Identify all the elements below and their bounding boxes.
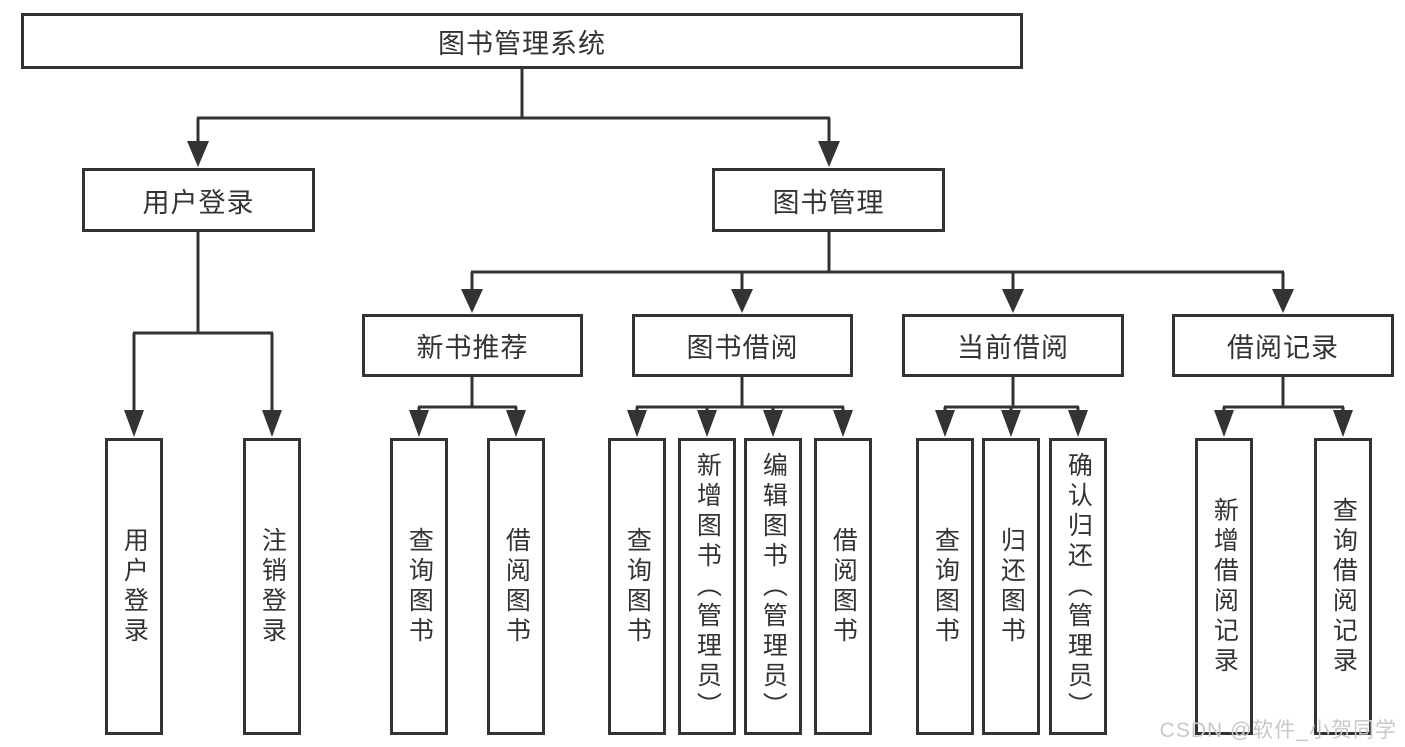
- leaf-edit-books-admin: 编辑图书（管理员）: [744, 438, 802, 735]
- node-book-management: 图书管理: [712, 168, 945, 232]
- arrowhead-down-icon: [935, 410, 955, 437]
- arrowhead-down-icon: [461, 289, 483, 313]
- leaf-add-books-admin: 新增图书（管理员）: [678, 438, 736, 735]
- node-borrow-records: 借阅记录: [1172, 314, 1394, 377]
- leaf-label: 借阅图书: [829, 526, 858, 647]
- watermark: CSDN @软件_小贺同学: [1159, 719, 1397, 742]
- node-new-book-recommend: 新书推荐: [362, 314, 583, 377]
- leaf-label: 新增图书（管理员）: [693, 451, 722, 722]
- node-library-management-system: 图书管理系统: [21, 13, 1023, 69]
- leaf-label: 借阅图书: [502, 526, 531, 647]
- arrowhead-down-icon: [124, 410, 144, 437]
- leaf-label: 编辑图书（管理员）: [759, 451, 788, 722]
- arrowhead-down-icon: [187, 141, 209, 167]
- arrowhead-down-icon: [731, 289, 753, 313]
- leaf-add-borrow-record: 新增借阅记录: [1195, 438, 1253, 735]
- leaf-label: 确认归还（管理员）: [1064, 451, 1093, 722]
- arrowhead-down-icon: [506, 410, 526, 437]
- arrowhead-down-icon: [697, 410, 717, 437]
- leaf-borrow-books: 借阅图书: [814, 438, 872, 735]
- arrowhead-down-icon: [763, 410, 783, 437]
- arrowhead-down-icon: [409, 410, 429, 437]
- arrowhead-down-icon: [818, 141, 840, 167]
- leaf-query-borrow-record: 查询借阅记录: [1314, 438, 1372, 735]
- node-book-borrowing: 图书借阅: [632, 314, 853, 377]
- arrowhead-down-icon: [627, 410, 647, 437]
- leaf-label: 归还图书: [997, 526, 1026, 647]
- node-user-login: 用户登录: [82, 168, 315, 232]
- arrowhead-down-icon: [1068, 410, 1088, 437]
- leaf-label: 查询借阅记录: [1329, 496, 1358, 677]
- arrowhead-down-icon: [1002, 289, 1024, 313]
- leaf-label: 查询图书: [931, 526, 960, 647]
- node-current-borrowing: 当前借阅: [902, 314, 1124, 377]
- arrowhead-down-icon: [1001, 410, 1021, 437]
- arrowhead-down-icon: [262, 410, 282, 437]
- leaf-query-books-recommend: 查询图书: [390, 438, 448, 735]
- leaf-user-login: 用户登录: [105, 438, 163, 735]
- arrowhead-down-icon: [833, 410, 853, 437]
- leaf-query-books-current: 查询图书: [916, 438, 974, 735]
- leaf-return-books: 归还图书: [982, 438, 1040, 735]
- leaf-label: 查询图书: [405, 526, 434, 647]
- arrowhead-down-icon: [1214, 410, 1234, 437]
- leaf-label: 新增借阅记录: [1210, 496, 1239, 677]
- leaf-label: 查询图书: [623, 526, 652, 647]
- leaf-confirm-return-admin: 确认归还（管理员）: [1049, 438, 1107, 735]
- leaf-logout: 注销登录: [243, 438, 301, 735]
- leaf-query-books-borrowing: 查询图书: [608, 438, 666, 735]
- arrowhead-down-icon: [1333, 410, 1353, 437]
- leaf-label: 注销登录: [258, 526, 287, 647]
- leaf-borrow-books-recommend: 借阅图书: [487, 438, 545, 735]
- leaf-label: 用户登录: [120, 526, 149, 647]
- arrowhead-down-icon: [1272, 289, 1294, 313]
